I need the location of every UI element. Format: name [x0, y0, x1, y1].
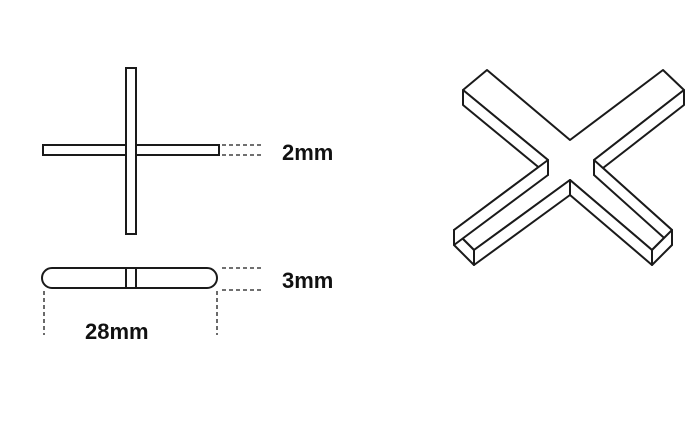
- spacer-side-view: [41, 267, 218, 289]
- length-label: 28mm: [85, 319, 149, 344]
- spacer-top-view: [42, 67, 220, 235]
- spacer-3d-view: [453, 69, 685, 266]
- dimension-lines-28mm: [43, 291, 218, 335]
- thickness-label: 2mm: [282, 140, 333, 165]
- height-label: 3mm: [282, 268, 333, 293]
- dimension-lines-3mm: [222, 267, 262, 291]
- dimension-lines-2mm: [222, 144, 262, 156]
